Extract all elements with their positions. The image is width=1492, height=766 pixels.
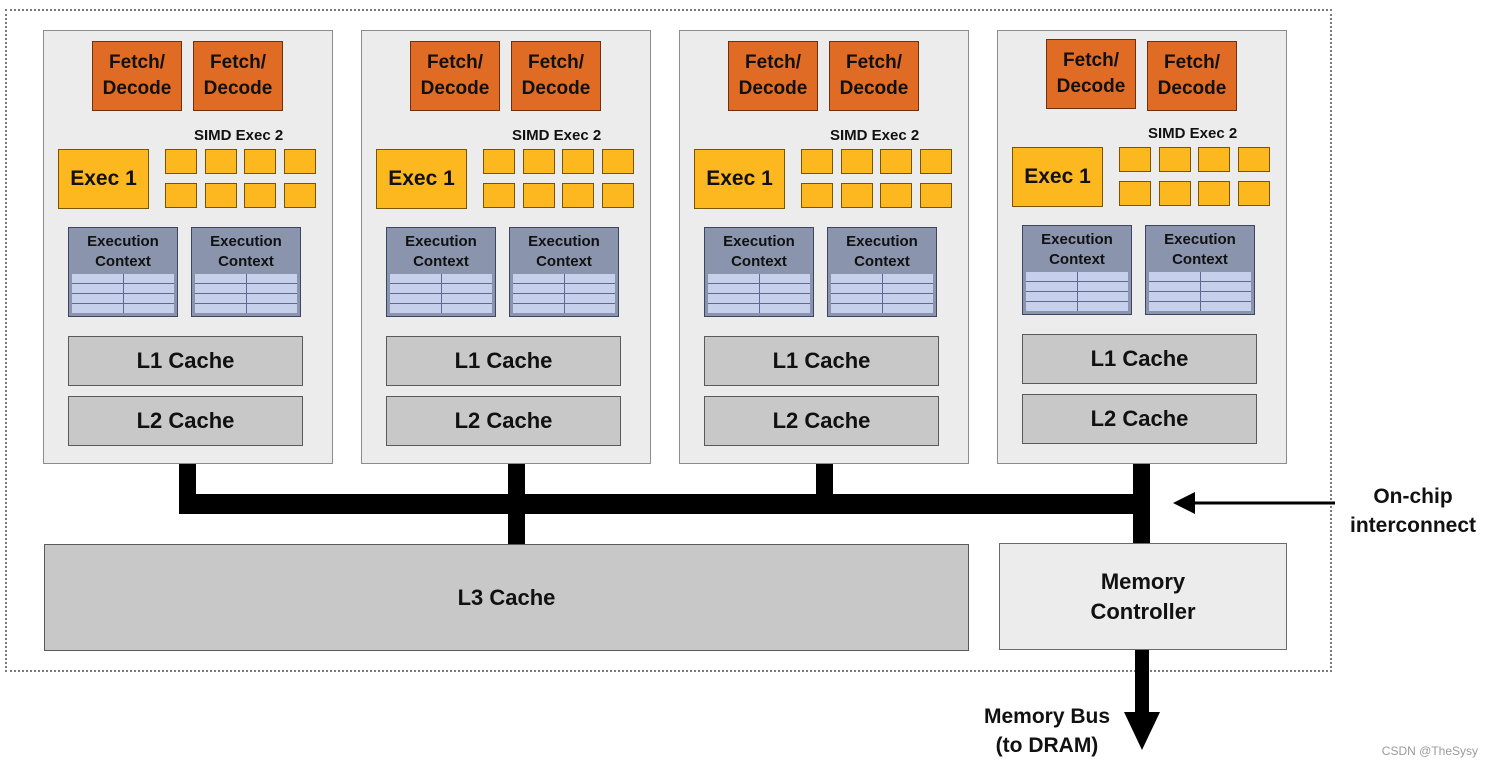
simd-alu — [165, 183, 197, 208]
simd-alu — [1238, 147, 1270, 172]
simd-alu — [1119, 147, 1151, 172]
fetch-decode-unit: Fetch/Decode — [829, 41, 919, 111]
simd-alu — [1198, 147, 1230, 172]
simd-alu — [880, 149, 912, 174]
simd-alu — [205, 149, 237, 174]
interconnect-arrow-head — [1173, 492, 1195, 514]
simd-alu — [523, 149, 555, 174]
simd-alu — [244, 183, 276, 208]
memory-bus-arrow-head — [1124, 712, 1160, 750]
simd-alu — [284, 149, 316, 174]
simd-alu — [483, 149, 515, 174]
simd-alu — [880, 183, 912, 208]
simd-exec-label: SIMD Exec 2 — [1148, 125, 1238, 142]
simd-alu — [244, 149, 276, 174]
simd-exec-label: SIMD Exec 2 — [830, 127, 920, 144]
core-2: Fetch/Decode Fetch/Decode SIMD Exec 2 Ex… — [361, 30, 651, 464]
simd-exec-label: SIMD Exec 2 — [512, 127, 602, 144]
simd-alu — [165, 149, 197, 174]
fetch-decode-unit: Fetch/Decode — [511, 41, 601, 111]
simd-alu — [1159, 181, 1191, 206]
simd-alu — [1119, 181, 1151, 206]
l1-cache: L1 Cache — [386, 336, 621, 386]
simd-alu — [205, 183, 237, 208]
simd-alu — [562, 149, 594, 174]
simd-alu — [1159, 147, 1191, 172]
exec-1-unit: Exec 1 — [694, 149, 785, 209]
simd-alu — [602, 183, 634, 208]
simd-alu — [801, 149, 833, 174]
fetch-decode-unit: Fetch/Decode — [410, 41, 500, 111]
simd-alu — [562, 183, 594, 208]
simd-alu — [801, 183, 833, 208]
simd-alu — [841, 183, 873, 208]
l1-cache: L1 Cache — [68, 336, 303, 386]
simd-alu — [920, 149, 952, 174]
chip-boundary — [5, 9, 1332, 672]
exec-1-unit: Exec 1 — [1012, 147, 1103, 207]
simd-exec-label: SIMD Exec 2 — [194, 127, 284, 144]
simd-alu — [1198, 181, 1230, 206]
watermark: CSDN @TheSysy — [1381, 744, 1478, 758]
core-4: Fetch/Decode Fetch/Decode SIMD Exec 2 Ex… — [997, 30, 1287, 464]
simd-alu — [523, 183, 555, 208]
memory-bus-line — [1135, 650, 1149, 714]
fetch-decode-unit: Fetch/Decode — [728, 41, 818, 111]
core-3: Fetch/Decode Fetch/Decode SIMD Exec 2 Ex… — [679, 30, 969, 464]
core-3-link — [816, 464, 833, 512]
simd-alu — [1238, 181, 1270, 206]
l2-cache: L2 Cache — [68, 396, 303, 446]
core-4-link — [1133, 464, 1150, 545]
l2-cache: L2 Cache — [1022, 394, 1257, 444]
simd-alu — [920, 183, 952, 208]
fetch-decode-unit: Fetch/Decode — [1046, 39, 1136, 109]
fetch-decode-unit: Fetch/Decode — [193, 41, 283, 111]
simd-alu — [284, 183, 316, 208]
simd-alu — [483, 183, 515, 208]
fetch-decode-unit: Fetch/Decode — [92, 41, 182, 111]
simd-alu — [602, 149, 634, 174]
l1-cache: L1 Cache — [1022, 334, 1257, 384]
interconnect-bus — [179, 494, 1147, 514]
l2-cache: L2 Cache — [704, 396, 939, 446]
l2-cache: L2 Cache — [386, 396, 621, 446]
simd-alu — [841, 149, 873, 174]
exec-1-unit: Exec 1 — [58, 149, 149, 209]
l3-cache: L3 Cache — [44, 544, 969, 651]
core-2-link — [508, 464, 525, 546]
exec-1-unit: Exec 1 — [376, 149, 467, 209]
core-1-link — [179, 464, 196, 512]
fetch-decode-unit: Fetch/Decode — [1147, 41, 1237, 111]
l1-cache: L1 Cache — [704, 336, 939, 386]
core-1: Fetch/Decode Fetch/Decode SIMD Exec 2 Ex… — [43, 30, 333, 464]
memory-bus-label: Memory Bus(to DRAM) — [983, 705, 1111, 757]
